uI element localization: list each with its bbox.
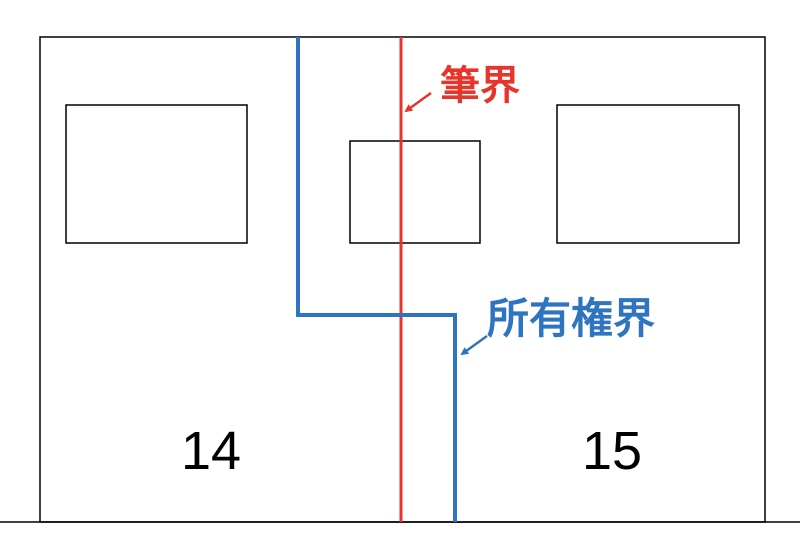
- ownership-boundary-line: [296, 37, 457, 522]
- window-center: [349, 140, 481, 244]
- parcel-boundary-label: 筆界: [440, 63, 520, 109]
- lot-number-15: 15: [582, 421, 642, 481]
- window-left: [65, 104, 248, 244]
- window-right: [556, 104, 740, 244]
- ownership-boundary-arrow: [460, 334, 488, 356]
- lot-number-14: 14: [181, 421, 241, 481]
- parcel-boundary-arrow: [404, 91, 432, 113]
- ownership-boundary-label: 所有権界: [487, 294, 655, 343]
